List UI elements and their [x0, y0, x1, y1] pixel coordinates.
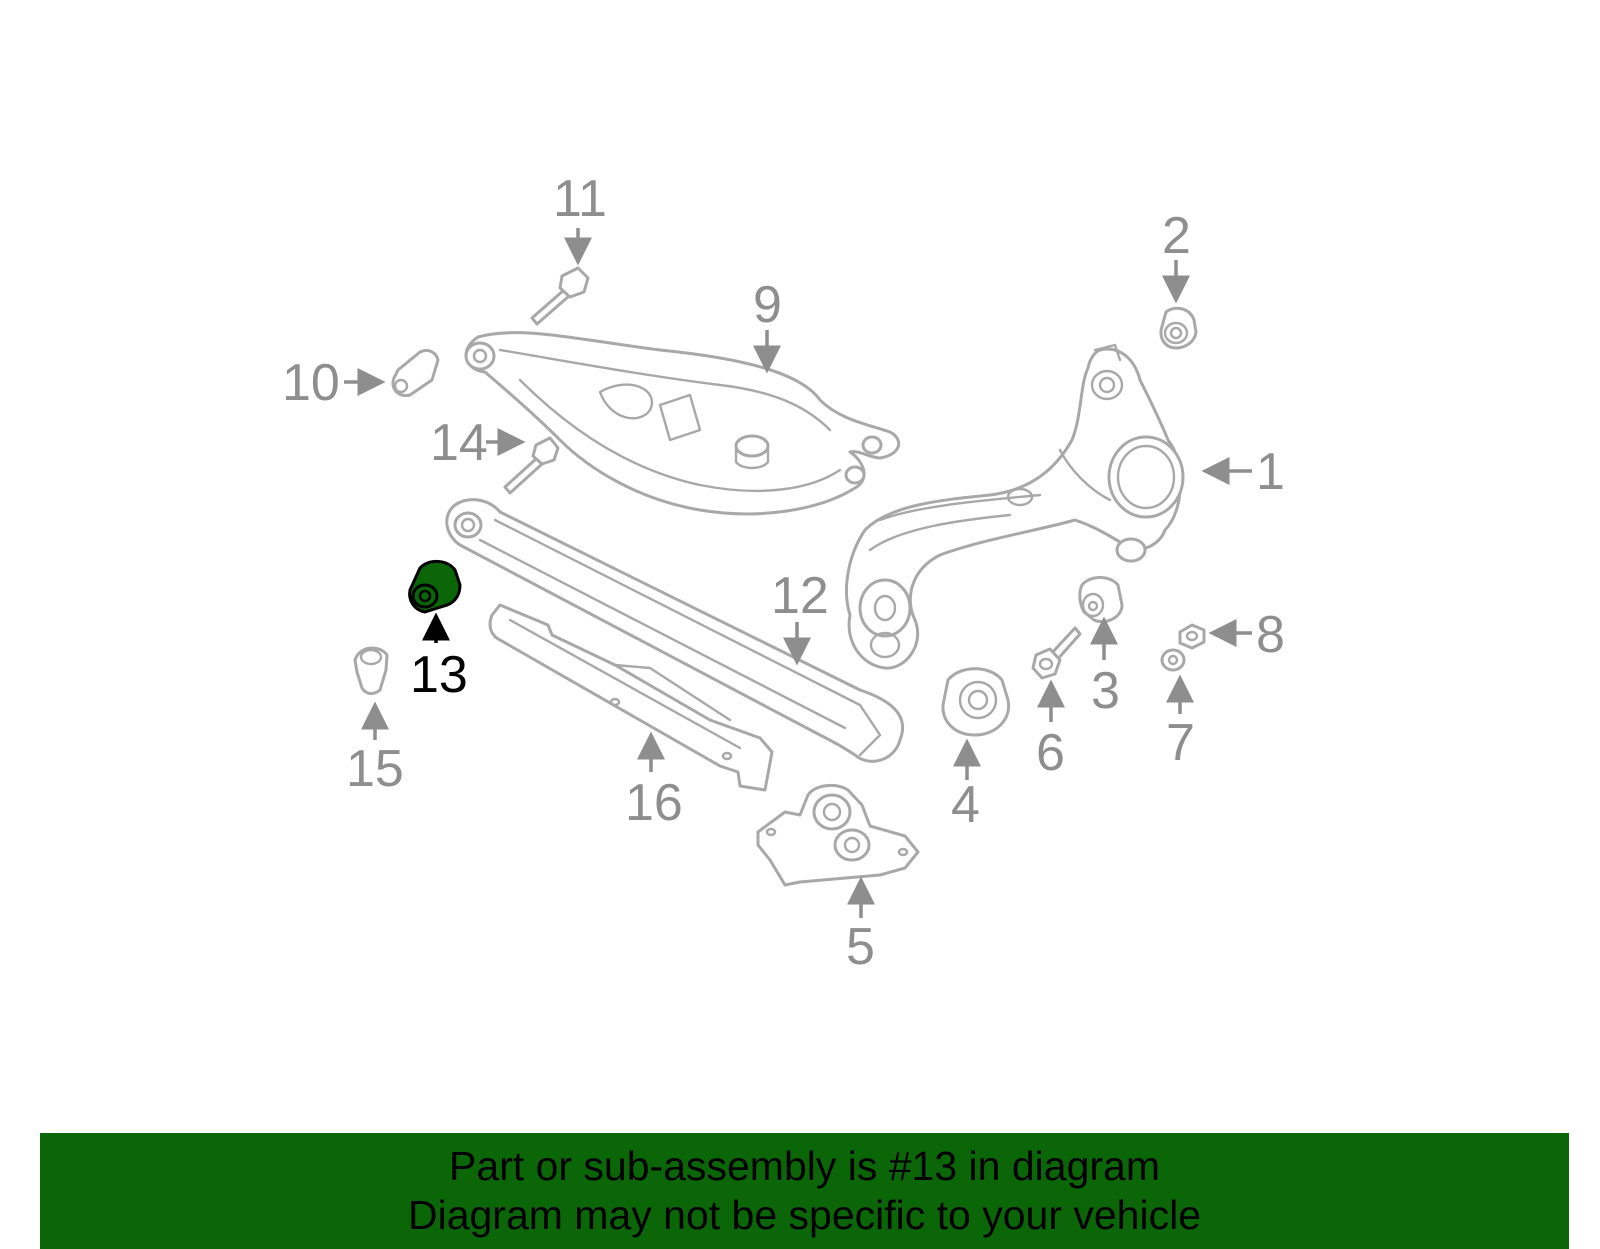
part-8-nut: [1178, 623, 1206, 650]
part-15-bushing: [353, 646, 389, 695]
callout-7: 7: [1166, 714, 1195, 772]
part-1-knuckle: [845, 343, 1185, 670]
part-3-bushing: [1078, 576, 1124, 624]
banner-line-disclaimer: Diagram may not be specific to your vehi…: [407, 1192, 1201, 1238]
part-6-bolt: [1031, 626, 1082, 680]
callout-15: 15: [346, 740, 404, 798]
part-11-bolt: [530, 266, 590, 326]
callout-3: 3: [1091, 662, 1120, 720]
info-banner: Part or sub-assembly is #13 in diagram D…: [40, 1133, 1569, 1249]
callout-8: 8: [1256, 606, 1285, 664]
callout-2: 2: [1162, 207, 1191, 265]
callout-10: 10: [282, 354, 340, 412]
callout-11: 11: [553, 170, 607, 228]
callout-14: 14: [430, 414, 488, 472]
callout-12: 12: [771, 567, 829, 625]
part-2-bushing: [1159, 306, 1198, 350]
part-10-bushing: [391, 348, 440, 398]
part-9-upper-control-arm: [464, 331, 901, 516]
callout-6: 6: [1036, 724, 1065, 782]
callout-16: 16: [625, 774, 683, 832]
part-12-lateral-link: [445, 498, 905, 763]
leader-arrows: [344, 228, 1252, 918]
callout-1: 1: [1256, 443, 1285, 501]
banner-line-part-number: Part or sub-assembly is #13 in diagram: [449, 1143, 1160, 1189]
callout-4: 4: [951, 776, 980, 834]
part-4-bushing: [941, 667, 1011, 737]
part-7-washer: [1160, 648, 1186, 672]
part-5-mount-bracket: [756, 783, 920, 887]
callout-9: 9: [753, 276, 782, 334]
callout-labels: 1 2 3 4 5 6 7 8 9 10 11 12 13 14 15 16: [282, 170, 1285, 976]
callout-13-highlighted: 13: [410, 646, 468, 704]
part-13-bushing-highlighted: [408, 560, 462, 614]
part-16-trailing-link: [488, 603, 774, 792]
callout-5: 5: [846, 918, 875, 976]
part-14-bolt: [503, 436, 560, 495]
